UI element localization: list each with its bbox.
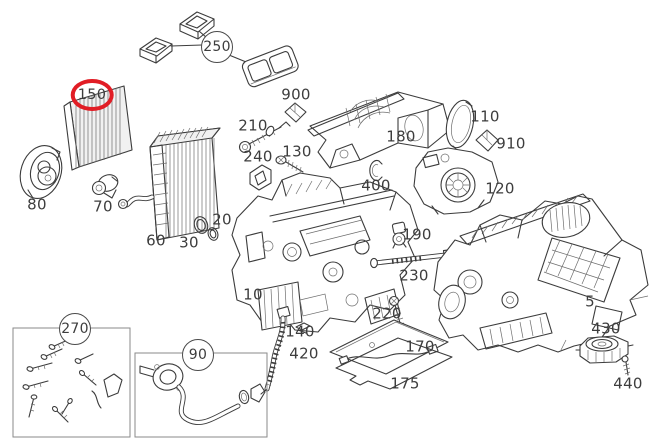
hvac-housing-left-drawing	[231, 172, 419, 333]
kit-hose-drawing	[139, 363, 266, 426]
part-label-230[interactable]: 230	[399, 266, 429, 285]
part-label-190[interactable]: 190	[402, 225, 432, 244]
part-label-120[interactable]: 120	[485, 179, 515, 198]
clip-drawing	[295, 322, 311, 334]
seal-outline-drawing	[335, 337, 453, 390]
part-label-900[interactable]: 900	[281, 85, 311, 104]
air-duct-housing-drawing	[307, 91, 451, 169]
mounting-frame-a-drawing	[139, 37, 173, 64]
blower-motor-drawing	[413, 147, 499, 215]
sensor-valve-drawing	[91, 174, 119, 199]
oring-small-drawing	[207, 227, 219, 241]
screw-small-drawing	[621, 355, 631, 376]
part-label-250[interactable]: 250	[201, 31, 233, 63]
long-screw-drawing	[238, 121, 291, 154]
actuator-motor-drawing	[575, 335, 634, 364]
hose-pipe-drawing	[370, 247, 463, 269]
hvac-assembly-right-drawing	[433, 193, 649, 353]
part-label-240[interactable]: 240	[243, 147, 273, 166]
part-label-210[interactable]: 210	[238, 116, 268, 135]
evaporator-drawing	[117, 126, 221, 241]
clip-900-drawing	[284, 102, 307, 123]
part-label-10[interactable]: 10	[243, 285, 263, 304]
part-label-90[interactable]: 90	[182, 339, 214, 371]
part-label-130[interactable]: 130	[282, 142, 312, 161]
mounting-frame-b-drawing	[179, 11, 215, 40]
part-label-80[interactable]: 80	[27, 195, 47, 214]
part-label-400[interactable]: 400	[361, 176, 391, 195]
bracket-240-drawing	[249, 164, 272, 191]
part-label-180[interactable]: 180	[386, 127, 416, 146]
part-label-175[interactable]: 175	[390, 374, 420, 393]
part-label-70[interactable]: 70	[93, 197, 113, 216]
part-label-150-highlighted[interactable]: 150	[70, 79, 114, 111]
screw-130-drawing	[275, 155, 304, 174]
vent-bezel-drawing	[241, 45, 299, 88]
part-label-220[interactable]: 220	[372, 304, 402, 323]
part-label-420[interactable]: 420	[289, 344, 319, 363]
part-label-170[interactable]: 170	[405, 337, 435, 356]
part-label-910[interactable]: 910	[496, 134, 526, 153]
part-label-140[interactable]: 140	[285, 322, 315, 341]
cover-panel-drawing	[329, 319, 449, 375]
actuator-small-drawing	[391, 221, 407, 249]
oring-large-drawing	[193, 216, 209, 234]
part-label-430[interactable]: 430	[591, 319, 621, 338]
hose-kit-box	[134, 352, 268, 438]
part-label-60[interactable]: 60	[146, 231, 166, 250]
part-label-5[interactable]: 5	[585, 292, 595, 311]
clip-910-drawing	[475, 129, 499, 152]
blower-cover-drawing	[19, 145, 63, 199]
bolt-drawing	[388, 295, 405, 331]
hardware-kit-box	[12, 327, 131, 438]
part-label-30[interactable]: 30	[179, 233, 199, 252]
part-label-110[interactable]: 110	[470, 107, 500, 126]
drain-hose-drawing	[260, 306, 291, 395]
part-label-20[interactable]: 20	[212, 210, 232, 229]
kit-screws-drawing	[22, 338, 123, 423]
grommet-drawing	[369, 159, 383, 182]
part-label-440[interactable]: 440	[613, 374, 643, 393]
part-label-270[interactable]: 270	[59, 313, 91, 345]
